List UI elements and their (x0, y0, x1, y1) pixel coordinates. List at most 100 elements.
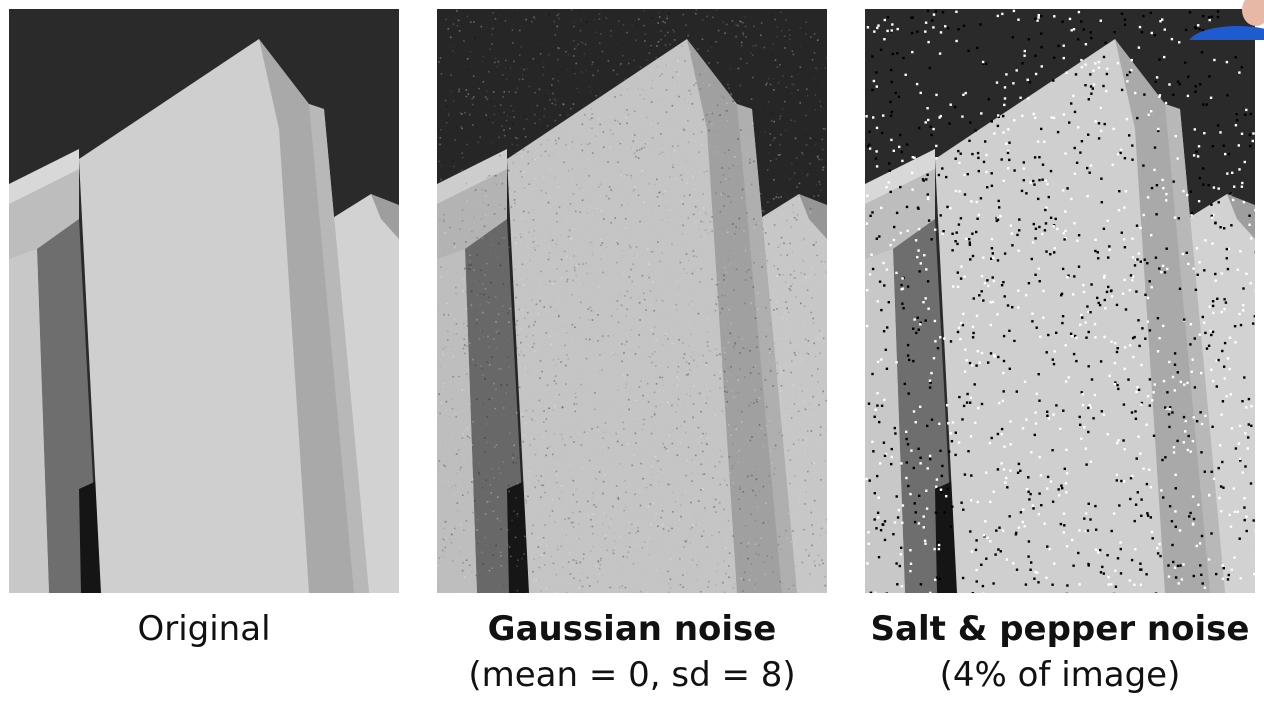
grain-speck (690, 333, 692, 336)
grain-speck (592, 311, 594, 314)
salt-dot (1073, 222, 1076, 225)
grain-speck (708, 120, 711, 123)
pepper-dot (1192, 574, 1195, 578)
grain-speck (813, 33, 816, 35)
salt-dot (957, 441, 961, 444)
grain-speck (549, 306, 552, 308)
grain-speck (653, 309, 655, 312)
grain-speck (819, 534, 822, 537)
salt-dot (958, 161, 961, 164)
salt-dot (1084, 447, 1087, 450)
salt-dot (970, 499, 973, 502)
salt-dot (1179, 380, 1182, 384)
pepper-dot (1134, 503, 1138, 506)
grain-speck (700, 435, 703, 438)
grain-speck (719, 377, 721, 380)
grain-speck (779, 390, 782, 392)
grain-speck (787, 449, 790, 452)
grain-speck (491, 397, 493, 399)
pepper-dot (1119, 547, 1122, 551)
salt-dot (1239, 250, 1242, 253)
salt-dot (1031, 241, 1035, 244)
grain-speck (570, 9, 573, 11)
grain-speck (440, 128, 442, 131)
pepper-dot (884, 348, 887, 351)
pepper-dot (927, 219, 931, 222)
salt-dot (1138, 25, 1142, 29)
pepper-dot (1038, 156, 1041, 159)
salt-dot (1068, 17, 1072, 21)
grain-speck (720, 192, 722, 195)
grain-speck (626, 122, 628, 125)
grain-speck (528, 522, 530, 524)
salt-dot (910, 449, 913, 452)
grain-speck (644, 33, 647, 36)
grain-speck (751, 122, 754, 125)
pepper-dot (883, 284, 886, 287)
grain-speck (724, 511, 726, 514)
salt-dot (1237, 144, 1240, 147)
grain-speck (642, 397, 644, 400)
grain-speck (614, 234, 616, 236)
grain-speck (453, 436, 456, 439)
grain-speck (561, 276, 563, 279)
grain-speck (729, 471, 731, 474)
grain-speck (729, 174, 732, 176)
grain-speck (806, 173, 809, 175)
grain-speck (651, 316, 653, 318)
pepper-dot (990, 184, 994, 187)
grain-speck (533, 237, 536, 240)
grain-speck (625, 383, 628, 385)
pepper-dot (1136, 258, 1139, 261)
pepper-dot (985, 62, 988, 65)
salt-dot (901, 287, 905, 290)
grain-speck (542, 484, 545, 487)
pepper-dot (1095, 528, 1098, 531)
grain-speck (518, 308, 520, 311)
grain-speck (822, 169, 824, 171)
grain-speck (657, 22, 659, 24)
grain-speck (571, 140, 574, 143)
grain-speck (805, 114, 807, 117)
pepper-dot (906, 443, 910, 446)
grain-speck (588, 338, 591, 341)
pepper-dot (1178, 82, 1181, 86)
grain-speck (749, 350, 751, 352)
grain-speck (747, 542, 750, 544)
grain-speck (778, 535, 781, 538)
grain-speck (523, 434, 525, 436)
grain-speck (671, 342, 674, 345)
pepper-dot (1176, 371, 1179, 374)
grain-speck (471, 427, 474, 430)
grain-speck (739, 488, 741, 490)
grain-speck (562, 159, 565, 162)
salt-dot (981, 60, 985, 64)
pepper-dot (879, 48, 883, 51)
grain-speck (687, 41, 689, 44)
grain-speck (598, 567, 601, 570)
scene-side-face-highlight (1165, 104, 1225, 593)
pepper-dot (972, 331, 975, 335)
grain-speck (440, 276, 443, 278)
grain-speck (542, 175, 545, 178)
salt-dot (1162, 187, 1165, 190)
grain-speck (444, 520, 447, 523)
grain-speck (440, 165, 443, 167)
salt-dot (1021, 427, 1025, 430)
grain-speck (788, 287, 791, 290)
grain-speck (507, 356, 509, 358)
grain-speck (576, 472, 579, 474)
grain-speck (732, 442, 734, 445)
pepper-dot (905, 461, 908, 464)
pepper-dot (1019, 511, 1023, 514)
grain-speck (492, 409, 495, 411)
grain-speck (520, 46, 522, 48)
grain-speck (579, 561, 582, 564)
grain-speck (729, 68, 732, 70)
salt-dot (932, 26, 935, 29)
grain-speck (459, 246, 462, 249)
grain-speck (548, 80, 550, 83)
grain-speck (476, 529, 478, 531)
grain-speck (647, 505, 650, 508)
grain-speck (452, 333, 455, 336)
